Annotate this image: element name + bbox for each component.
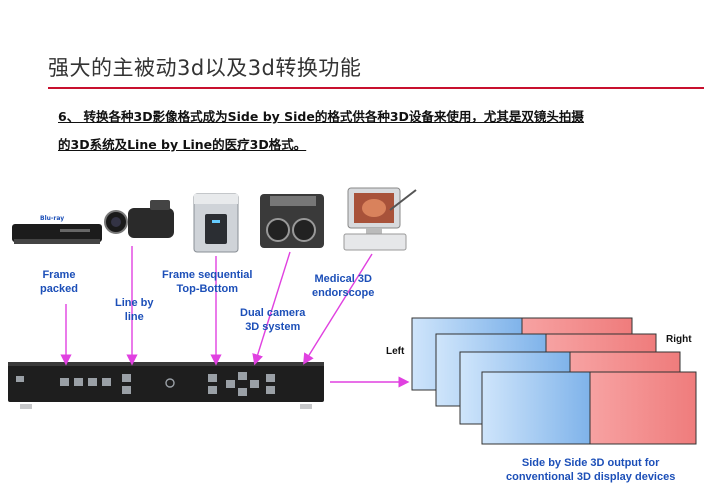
label-medical-endoscope-line1: Medical 3D xyxy=(314,273,372,285)
label-frame-packed-line1: Frame xyxy=(42,269,76,281)
label-frame-packed: Frame packed xyxy=(40,268,78,296)
label-medical-endoscope: Medical 3D endorscope xyxy=(312,272,374,300)
label-frame-packed-line2: packed xyxy=(40,283,78,295)
sbs-frame-4 xyxy=(481,371,697,445)
description-line-1: 6、 转换各种3D影像格式成为Side by Side的格式供各种3D设备来使用… xyxy=(58,109,584,124)
label-dual-camera-line2: 3D system xyxy=(245,321,301,333)
label-frame-sequential-line1: Frame sequential xyxy=(162,269,253,281)
label-line-by-line: Line by line xyxy=(115,296,154,324)
endoscope-monitor-icon xyxy=(343,187,417,251)
output-caption-line2: conventional 3D display devices xyxy=(506,471,676,483)
page-title: 强大的主被动3d以及3d转换功能 xyxy=(48,56,362,80)
label-dual-camera: Dual camera 3D system xyxy=(240,306,305,334)
output-caption: Side by Side 3D output for conventional … xyxy=(506,456,675,484)
label-frame-sequential: Frame sequential Top-Bottom xyxy=(162,268,252,296)
pc-tower-icon xyxy=(193,193,239,253)
svg-text:Blu-ray: Blu-ray xyxy=(40,215,64,222)
right-eye-label: Right xyxy=(666,334,692,345)
label-medical-endoscope-line2: endorscope xyxy=(312,287,375,299)
label-line-by-line-line2: line xyxy=(124,311,144,323)
hd-camcorder-icon xyxy=(104,200,174,238)
output-caption-line1: Side by Side 3D output for xyxy=(521,457,660,469)
left-eye-label: Left xyxy=(386,346,405,357)
label-frame-sequential-line2: Top-Bottom xyxy=(176,283,238,295)
label-dual-camera-line1: Dual camera xyxy=(240,307,306,319)
dual-camera-icon xyxy=(260,194,324,248)
label-line-by-line-line1: Line by xyxy=(115,297,154,309)
bluray-player-icon: Blu-ray xyxy=(12,215,102,244)
title-divider xyxy=(48,87,704,89)
converter-device xyxy=(8,362,324,409)
description-line-2: 的3D系统及Line by Line的医疗3D格式。 xyxy=(58,137,307,152)
signal-arrows xyxy=(60,246,410,388)
